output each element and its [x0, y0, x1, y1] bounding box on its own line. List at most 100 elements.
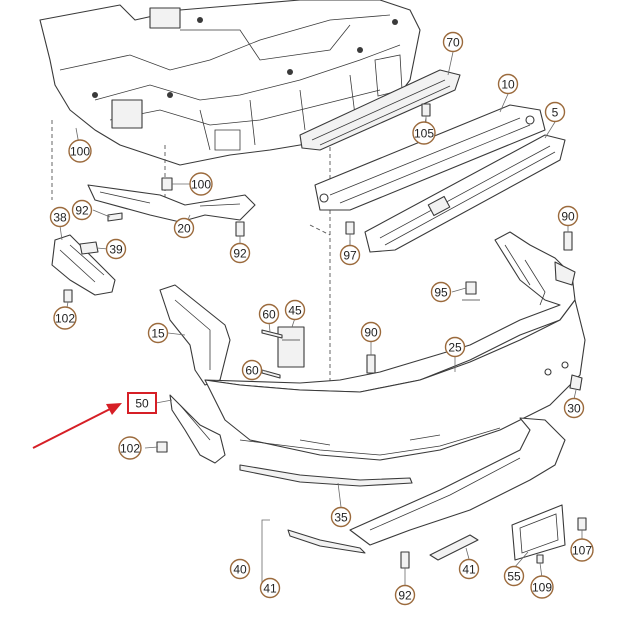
callout-circle — [258, 303, 280, 325]
fastener-109 — [536, 554, 544, 564]
callout-circle — [557, 205, 579, 227]
fastener-102b — [156, 441, 168, 453]
callout-number: 97 — [343, 249, 357, 263]
callout-c10: 10 — [497, 73, 519, 95]
callout-circle — [339, 244, 361, 266]
callout-circle — [360, 321, 382, 343]
fastener-90b — [366, 354, 376, 374]
callout-number: 60 — [245, 364, 259, 378]
callout-circle — [497, 73, 519, 95]
callout-c92c: 92 — [394, 584, 416, 606]
callout-c95: 95 — [430, 281, 452, 303]
callout-number: 20 — [177, 222, 191, 236]
callout-circle — [430, 281, 452, 303]
callout-number: 90 — [364, 326, 378, 340]
callout-number: 35 — [334, 511, 348, 525]
callout-number: 90 — [561, 210, 575, 224]
leader-lines — [59, 51, 583, 585]
clip-95 — [462, 281, 480, 301]
callout-number: 10 — [501, 78, 515, 92]
callout-number: 40 — [233, 563, 247, 577]
callout-c97: 97 — [339, 244, 361, 266]
callout-number: 15 — [151, 327, 165, 341]
callout-circle — [530, 575, 554, 599]
callout-circle — [330, 506, 352, 528]
callout-circle — [412, 121, 436, 145]
callout-number: 105 — [414, 127, 434, 141]
fastener-102a — [63, 289, 73, 303]
part-25-bumper-cover — [204, 231, 586, 461]
callout-number: 92 — [75, 204, 89, 218]
callout-circle — [394, 584, 416, 606]
part-60a-strip — [261, 329, 283, 339]
callout-circle — [53, 306, 77, 330]
callout-c40: 40 — [229, 558, 251, 580]
callout-number: 25 — [448, 341, 462, 355]
callout-circle — [71, 199, 93, 221]
callout-number: 5 — [552, 106, 559, 120]
part-40-lower-trim — [287, 529, 366, 554]
callout-c35: 35 — [330, 506, 352, 528]
callout-number: 102 — [120, 442, 140, 456]
callout-number: 92 — [398, 589, 412, 603]
callout-number: 41 — [263, 582, 277, 596]
callout-c50: 50 — [127, 392, 157, 414]
callout-c102a: 102 — [53, 306, 77, 330]
callout-c15: 15 — [147, 322, 169, 344]
part-diffuser — [349, 417, 566, 546]
callout-circle — [284, 299, 306, 321]
callout-circle — [105, 238, 127, 260]
callout-number: 107 — [572, 544, 592, 558]
part-30-sensor — [569, 374, 583, 391]
callout-c41a: 41 — [259, 577, 281, 599]
callout-number: 30 — [567, 402, 581, 416]
callout-number: 95 — [434, 286, 448, 300]
callout-number: 39 — [109, 243, 123, 257]
callout-circle — [458, 558, 480, 580]
callout-c100b: 100 — [189, 172, 213, 196]
callout-circle — [444, 336, 466, 358]
callout-c90a: 90 — [557, 205, 579, 227]
callout-number: 102 — [55, 312, 75, 326]
callout-c109: 109 — [530, 575, 554, 599]
callout-circle — [229, 558, 251, 580]
callout-c55: 55 — [503, 565, 525, 587]
highlight-arrow — [32, 403, 122, 449]
callout-c105: 105 — [412, 121, 436, 145]
callout-circle — [570, 538, 594, 562]
callout-circle — [173, 217, 195, 239]
callout-number: 100 — [70, 145, 90, 159]
callout-number: 38 — [53, 211, 67, 225]
callout-c45: 45 — [284, 299, 306, 321]
callout-circle — [259, 577, 281, 599]
callout-c102b: 102 — [118, 436, 142, 460]
callout-circle — [118, 436, 142, 460]
callout-c100a: 100 — [68, 139, 92, 163]
callout-c25: 25 — [444, 336, 466, 358]
fastener-107 — [577, 517, 587, 531]
callout-number: 41 — [462, 563, 476, 577]
callout-c107: 107 — [570, 538, 594, 562]
fastener-92a — [107, 212, 123, 222]
part-55-license-bracket — [511, 504, 566, 561]
fastener-90a — [563, 231, 573, 251]
callout-c39: 39 — [105, 238, 127, 260]
callout-c20: 20 — [173, 217, 195, 239]
callout-c90b: 90 — [360, 321, 382, 343]
callout-c41b: 41 — [458, 558, 480, 580]
part-5-energy-absorber — [364, 134, 566, 253]
callout-c30: 30 — [563, 397, 585, 419]
callout-circle — [563, 397, 585, 419]
callout-circle — [229, 242, 251, 264]
highlight-box — [127, 392, 157, 414]
part-41-strip — [429, 534, 479, 561]
part-15-side-bracket — [159, 284, 231, 386]
callout-c70: 70 — [442, 31, 464, 53]
callout-number: 70 — [446, 36, 460, 50]
callout-c92b: 92 — [229, 242, 251, 264]
part-10-reinforcement-bar — [314, 104, 546, 211]
callout-c60a: 60 — [258, 303, 280, 325]
